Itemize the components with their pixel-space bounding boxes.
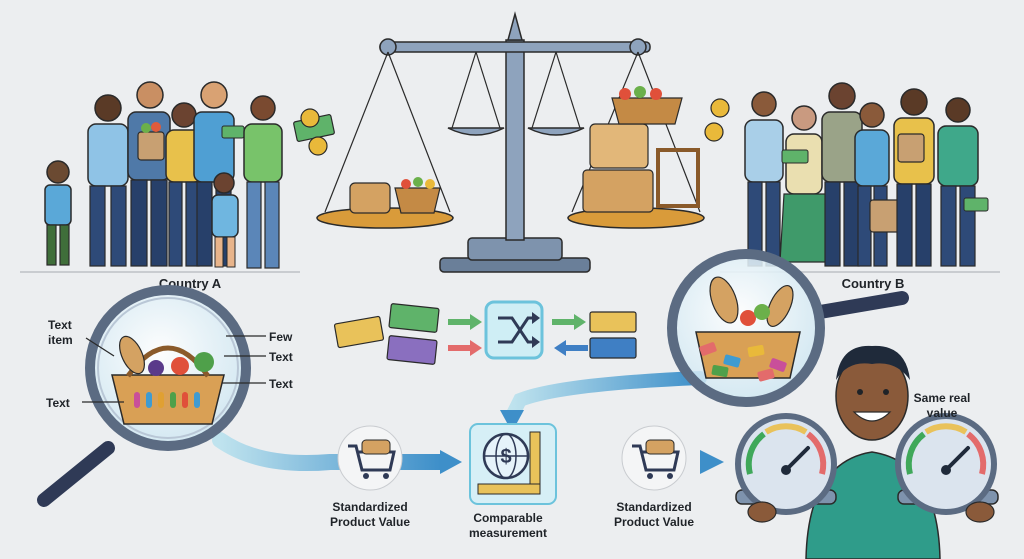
basket-icon	[695, 331, 801, 379]
shuffle-icon	[484, 300, 544, 360]
bread-icon	[582, 169, 654, 213]
banknote-icon	[333, 315, 385, 349]
person-man-b3	[937, 97, 989, 267]
person-man-a1	[87, 94, 129, 267]
flow-arrow-3	[505, 371, 707, 423]
label-text-right-1: Text	[269, 350, 293, 364]
banknote-icon	[781, 149, 809, 164]
banknote-icon	[221, 125, 245, 139]
label-step1-line2: Product Value	[330, 515, 410, 529]
price-tags	[699, 342, 787, 382]
grocery-bag-icon	[137, 131, 165, 161]
cash-and-coins-a	[293, 108, 335, 156]
label-step1-line1: Standardized	[332, 500, 407, 514]
gauge-icon	[735, 413, 837, 523]
label-center-line1: Comparable	[473, 511, 543, 525]
person-child-a	[44, 160, 72, 266]
bread-icon	[349, 182, 391, 214]
person-woman-b1	[779, 105, 831, 263]
banknote-icon	[589, 337, 637, 359]
label-step2-line1: Standardized	[616, 500, 691, 514]
flow-arrow-1	[212, 432, 448, 472]
coin-icon	[704, 122, 724, 142]
label-text-item-1: Text	[48, 318, 72, 332]
balance-scale-icon	[316, 11, 705, 273]
grocery-bag-icon	[869, 199, 901, 233]
bread-icon	[589, 123, 649, 169]
label-text-item-2: item	[48, 333, 73, 347]
person-girl-a	[211, 172, 239, 268]
label-center-line2: measurement	[469, 526, 547, 540]
coin-icon	[308, 136, 328, 156]
banknote-icon	[386, 335, 438, 365]
label-few: Few	[269, 330, 293, 344]
currency-exchange	[333, 300, 637, 365]
gauge-icon	[895, 413, 999, 523]
svg-text:$: $	[500, 446, 511, 468]
label-step2-line2: Product Value	[614, 515, 694, 529]
cash-and-coins-b	[704, 98, 730, 142]
person-man-a2	[127, 81, 171, 267]
person-man-b2	[821, 82, 863, 267]
label-text-right-2: Text	[269, 377, 293, 391]
flow-arrow-3-head	[500, 410, 524, 432]
coin-icon	[300, 108, 320, 128]
flow-arrow-2-head	[700, 450, 724, 474]
coin-icon	[710, 98, 730, 118]
shopping-cart-icon	[337, 425, 403, 491]
basket-icon	[111, 335, 225, 425]
person-man-b1	[744, 91, 784, 267]
basket-icon	[394, 187, 441, 214]
country-b-crowd	[704, 82, 1000, 273]
flow-arrow-1-head	[440, 450, 462, 474]
country-a-crowd	[20, 81, 335, 273]
magnifying-glass-icon	[37, 285, 266, 507]
person-woman-b2	[854, 102, 901, 267]
basket-icon	[611, 97, 683, 125]
banknote-icon	[963, 197, 989, 212]
person-woman-b3	[893, 88, 935, 267]
label-result-line2: value	[927, 406, 958, 420]
chair-icon	[656, 148, 700, 208]
ruler-icon	[477, 483, 541, 495]
globe-dollar-icon: $	[469, 423, 557, 505]
label-result-line1: Same real	[914, 391, 971, 405]
person-woman-a2	[243, 95, 283, 269]
shopping-cart-icon	[621, 425, 687, 491]
label-country-b: Country B	[842, 276, 905, 291]
grocery-bag-icon	[897, 133, 925, 163]
label-text-left-bottom: Text	[46, 396, 70, 410]
banknote-icon	[388, 303, 440, 333]
magnifying-glass-icon	[667, 249, 909, 407]
banknote-icon	[589, 311, 637, 333]
